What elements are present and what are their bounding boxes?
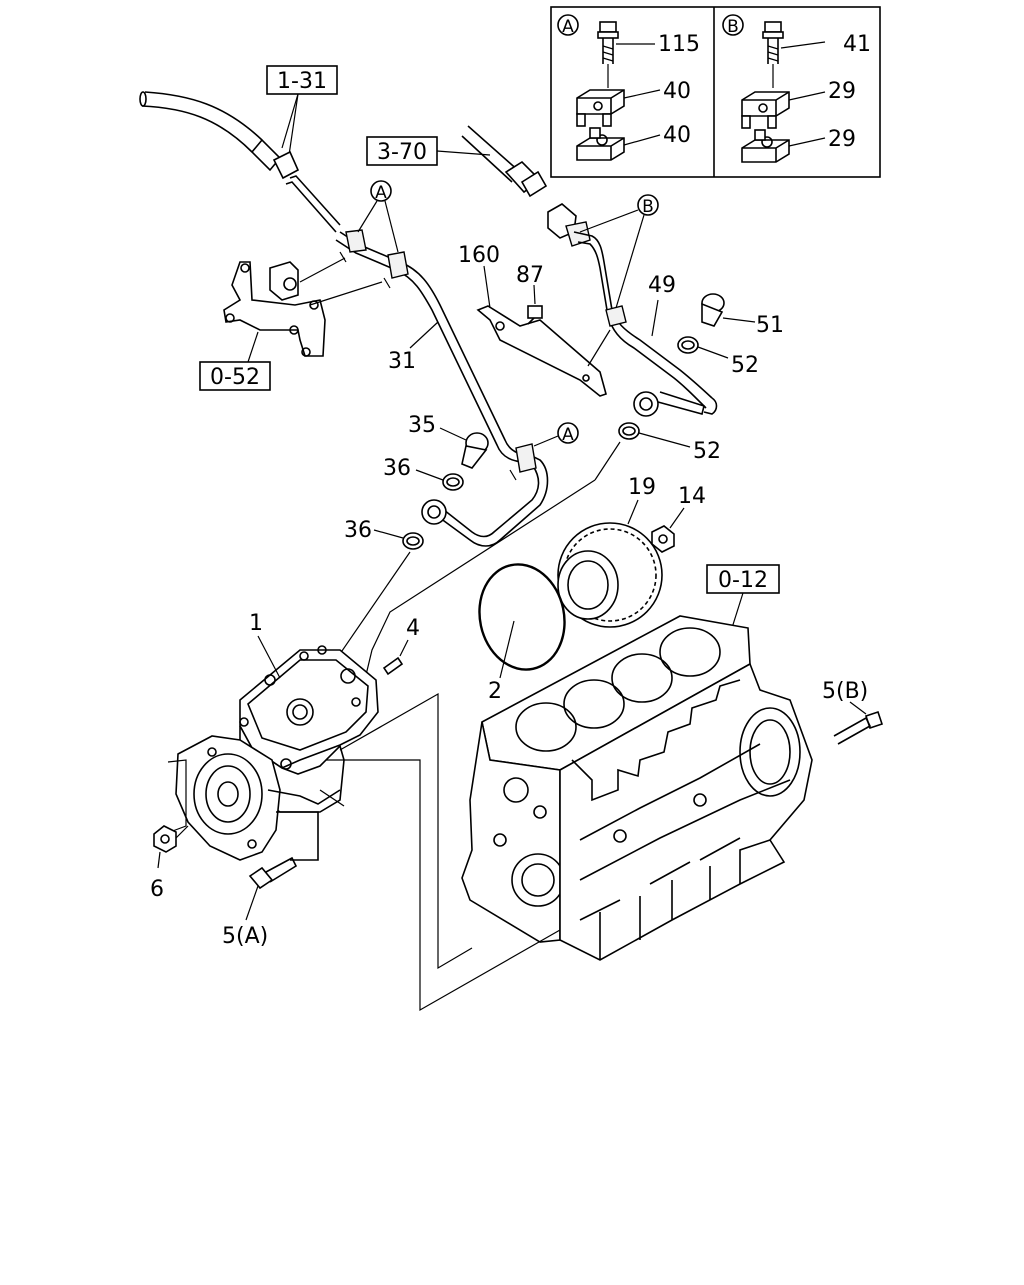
air-hose <box>139 91 341 233</box>
clamp-marker-a-top: A <box>357 180 399 253</box>
callout-31: 31 <box>388 349 416 374</box>
callout-14: 14 <box>678 484 706 509</box>
svg-text:A: A <box>375 183 387 203</box>
clamp-icon <box>576 127 625 161</box>
callout-160: 160 <box>458 243 500 268</box>
callout-51: 51 <box>756 313 784 338</box>
svg-text:B: B <box>642 197 654 217</box>
callout-b-29-lower: 29 <box>828 127 856 152</box>
key-4: 4 <box>382 616 420 676</box>
callout-a-40-upper: 40 <box>663 79 691 104</box>
svg-text:0-52: 0-52 <box>210 365 260 390</box>
callout-a-115: 115 <box>658 32 700 57</box>
clamp-icon <box>576 89 625 127</box>
reference-0-12: 0-12 <box>706 564 780 651</box>
callout-36-upper: 36 <box>383 456 411 481</box>
bolt-5a: 5(A) <box>222 856 298 949</box>
clamp-marker-a-lower: A <box>533 422 579 447</box>
bolt-87: 87 <box>516 263 544 325</box>
reference-0-52: 0-52 <box>199 331 271 391</box>
svg-text:A: A <box>562 425 574 445</box>
callout-5a: 5(A) <box>222 924 268 949</box>
callout-1: 1 <box>249 611 263 636</box>
callout-19: 19 <box>628 475 656 500</box>
callout-52-lower: 52 <box>693 439 721 464</box>
nut-14: 14 <box>651 484 706 553</box>
washer-36-upper: 36 <box>383 456 464 491</box>
nut-6: 6 <box>150 825 189 902</box>
washer-52-upper: 52 <box>677 336 759 378</box>
bracket-160: 160 <box>458 243 611 397</box>
callout-b-29-upper: 29 <box>828 79 856 104</box>
banjo-bolt-35: 35 <box>408 413 489 469</box>
detail-a-marker: A <box>562 17 574 37</box>
callout-4: 4 <box>406 616 420 641</box>
svg-text:1-31: 1-31 <box>277 69 327 94</box>
callout-2: 2 <box>488 679 502 704</box>
callout-35: 35 <box>408 413 436 438</box>
air-compressor: 1 <box>175 611 379 861</box>
callout-5b: 5(B) <box>822 679 868 704</box>
pipe-31 <box>335 229 549 547</box>
reference-3-70: 3-70 <box>366 136 491 166</box>
clamp-icon <box>741 129 790 163</box>
svg-text:3-70: 3-70 <box>377 140 427 165</box>
bracket-0-52 <box>223 257 383 357</box>
hose-3-70 <box>461 125 548 198</box>
callout-52-upper: 52 <box>731 353 759 378</box>
callout-b-41: 41 <box>843 32 871 57</box>
banjo-eye <box>421 499 447 525</box>
callout-49: 49 <box>648 273 676 298</box>
callout-a-40-lower: 40 <box>663 123 691 148</box>
pipe-49 <box>547 203 718 417</box>
bolt-icon <box>762 21 784 64</box>
clamp-icon <box>741 91 790 129</box>
bolt-5b: 5(B) <box>822 679 884 745</box>
reference-1-31: 1-31 <box>266 65 338 163</box>
cylinder-block <box>461 615 813 961</box>
detail-b-marker: B <box>727 17 739 37</box>
washer-36-lower: 36 <box>344 518 424 550</box>
washer-52-lower: 52 <box>618 422 721 464</box>
callout-6: 6 <box>150 877 164 902</box>
clamp-marker-b: B <box>579 194 659 309</box>
detail-b: B 41 29 <box>722 14 871 163</box>
gear-19: 19 <box>557 475 663 628</box>
detail-a: A 115 40 <box>557 14 700 161</box>
svg-text:0-12: 0-12 <box>718 568 768 593</box>
callout-36-lower: 36 <box>344 518 372 543</box>
detail-inset: A 115 40 <box>550 6 881 178</box>
bolt-icon <box>597 21 619 64</box>
banjo-bolt-51: 51 <box>701 293 784 338</box>
o-ring-2: 2 <box>478 563 566 704</box>
callout-87: 87 <box>516 263 544 288</box>
